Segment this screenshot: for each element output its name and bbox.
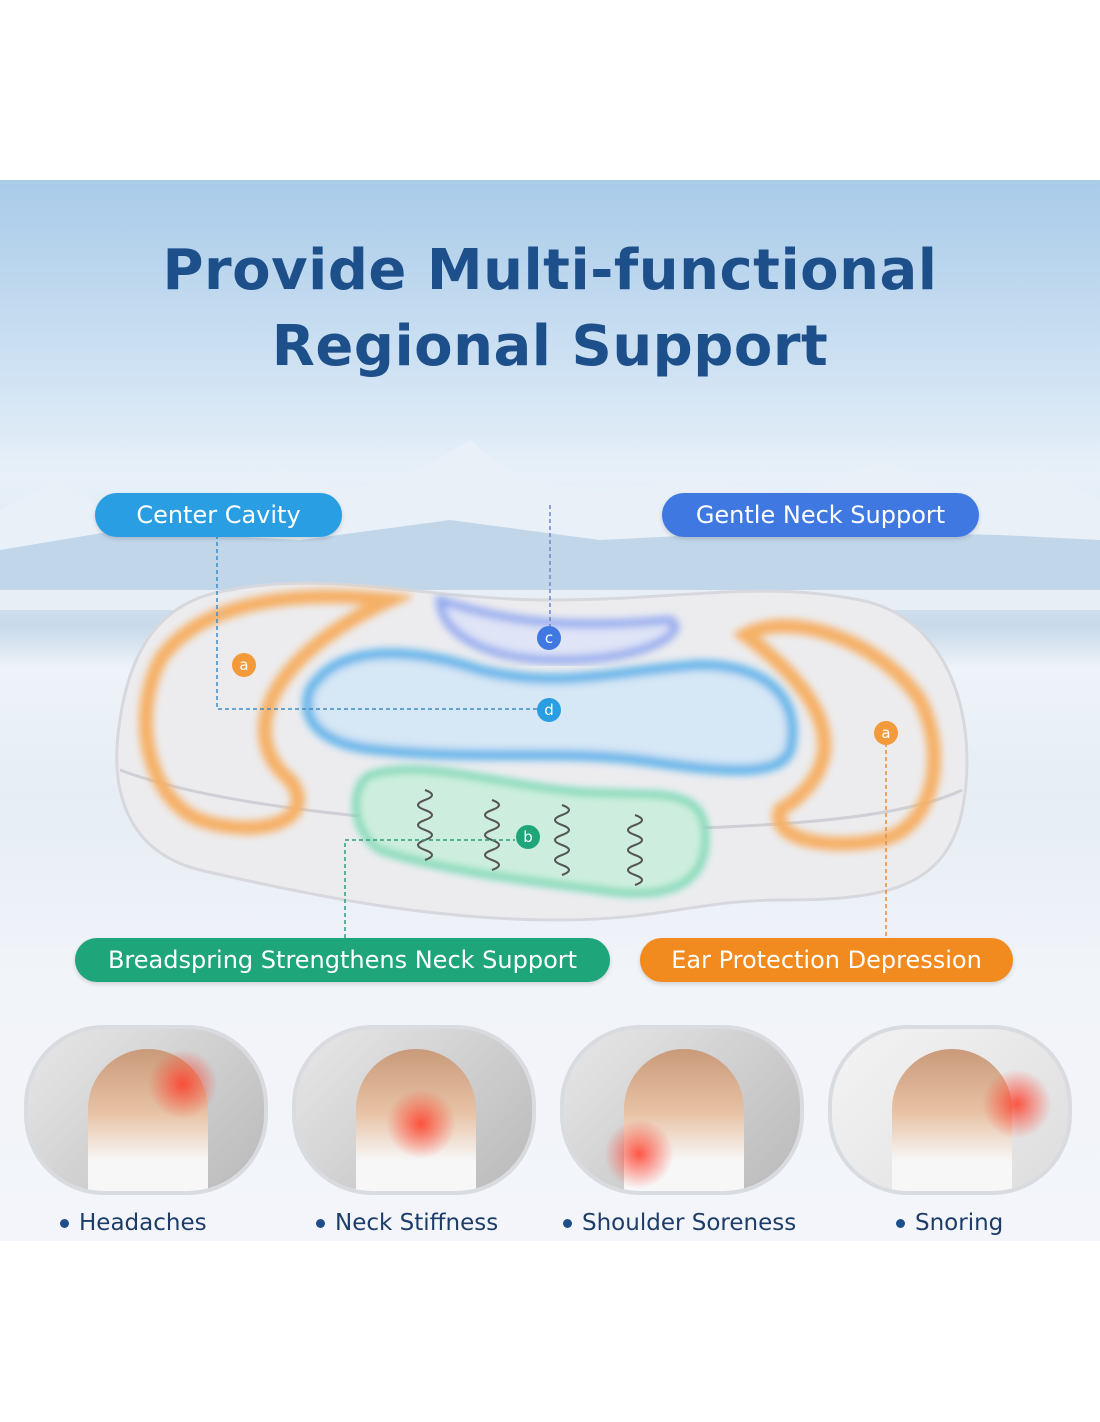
ear-zone-right [732,619,941,851]
bullet-icon [60,1218,69,1228]
bullet-icon [316,1218,325,1228]
condition-label: Snoring [915,1210,1004,1236]
condition-neck-stiffness: Neck Stiffness [316,1210,498,1236]
neck-stiffness-photo [292,1025,536,1195]
bullet-icon [563,1218,572,1228]
product-banner: Provide Multi-functional Regional Suppor… [0,180,1100,1241]
label-ear-protection: Ear Protection Depression [640,938,1013,982]
ear-zone-left [138,589,416,835]
marker-a-left: a [239,656,248,674]
bullet-icon [896,1218,905,1228]
pillow-diagram: a a c d b [115,505,969,945]
condition-snoring: Snoring [896,1210,1003,1236]
marker-a-right: a [881,724,890,742]
headaches-photo [24,1025,268,1195]
marker-d: d [544,701,554,719]
shoulder-soreness-photo [560,1025,804,1195]
marker-c: c [545,629,553,647]
condition-label: Headaches [79,1210,207,1236]
condition-shoulder-soreness: Shoulder Soreness [563,1210,796,1236]
condition-headaches: Headaches [60,1210,207,1236]
condition-label: Shoulder Soreness [582,1210,797,1236]
headline-line-2: Regional Support [271,314,829,379]
label-gentle-neck-support: Gentle Neck Support [662,493,979,537]
snoring-photo [828,1025,1072,1195]
condition-label: Neck Stiffness [335,1210,499,1236]
headline-line-1: Provide Multi-functional [162,238,938,303]
label-center-cavity: Center Cavity [95,493,342,537]
spring-coils [417,789,643,886]
label-breadspring: Breadspring Strengthens Neck Support [75,938,610,982]
marker-b: b [523,828,533,846]
